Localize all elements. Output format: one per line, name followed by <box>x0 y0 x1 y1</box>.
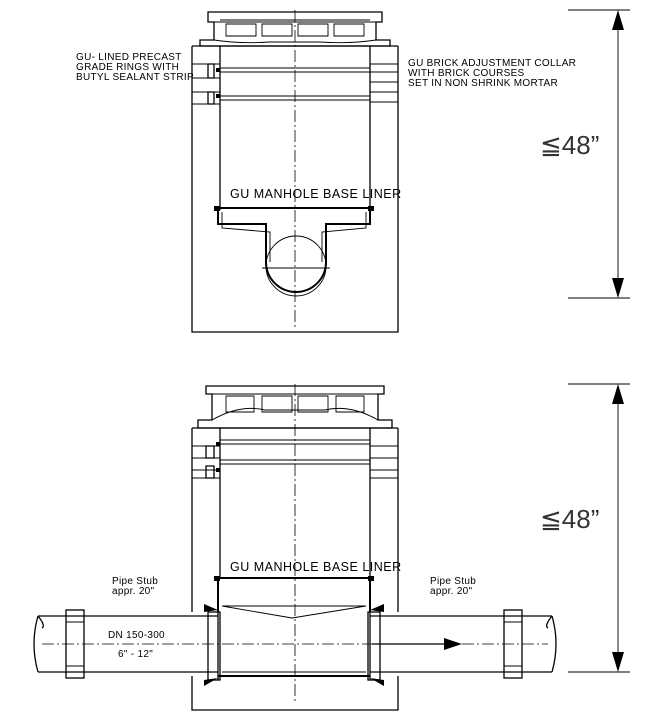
pipe-stub-right-label-line-2: appr. 20" <box>430 586 473 597</box>
bottom-dimension-label: ≦48” <box>540 504 599 534</box>
bottom-grade-rings <box>191 428 399 612</box>
top-dimension-label: ≦48” <box>540 130 599 160</box>
bottom-view: GU MANHOLE BASE LINER Pipe Stub appr. 20… <box>33 383 630 711</box>
top-view: GU- LINED PRECAST GRADE RINGS WITH BUTYL… <box>76 9 630 333</box>
pipe-dn-label: DN 150-300 <box>108 630 165 641</box>
brick-collar-label-line-3: SET IN NON SHRINK MORTAR <box>408 78 558 89</box>
pipe-inch-label: 6" - 12" <box>118 649 153 660</box>
bottom-pipe <box>33 604 557 686</box>
top-base-liner-label: GU MANHOLE BASE LINER <box>230 187 402 201</box>
top-dimension: ≦48” <box>540 9 630 299</box>
brick-collar-label-line-1: GU BRICK ADJUSTMENT COLLAR <box>408 58 576 69</box>
top-base-liner <box>214 206 374 297</box>
grade-rings-label-line-1: GU- LINED PRECAST <box>76 52 182 63</box>
pipe-stub-left-label-line-1: Pipe Stub <box>112 576 158 587</box>
bottom-base-liner <box>191 576 399 711</box>
flow-arrow-icon <box>444 638 462 650</box>
brick-collar-label-line-2: WITH BRICK COURSES <box>408 68 525 79</box>
bottom-base-liner-label: GU MANHOLE BASE LINER <box>230 560 402 574</box>
pipe-stub-left-label-line-2: appr. 20" <box>112 586 155 597</box>
grade-rings-label-line-3: BUTYL SEALANT STRIP <box>76 72 194 83</box>
grade-rings-label-line-2: GRADE RINGS WITH <box>76 62 179 73</box>
bottom-dimension: ≦48” <box>540 383 630 673</box>
pipe-stub-right-label-line-1: Pipe Stub <box>430 576 476 587</box>
